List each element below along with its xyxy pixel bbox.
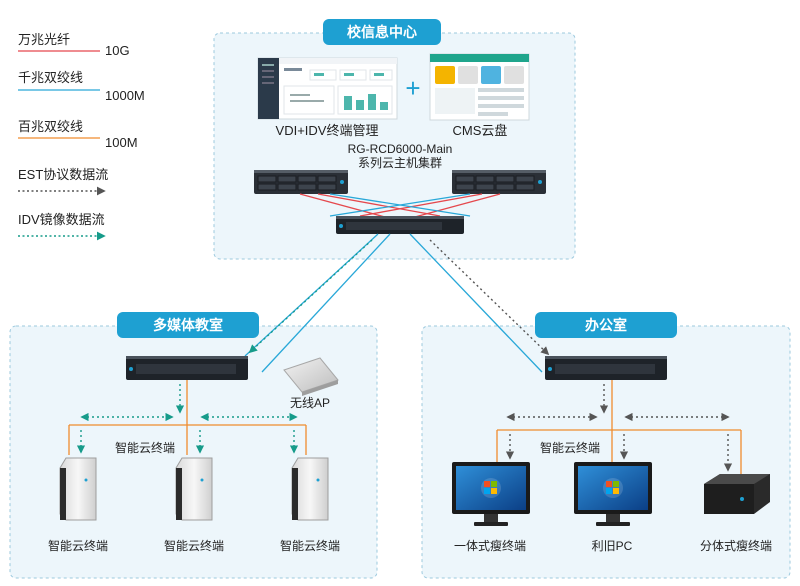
- cms-label: CMS云盘: [453, 123, 508, 138]
- cluster-name: RG-RCD6000-Main: [348, 142, 453, 156]
- office-zone: [421, 325, 791, 579]
- legend-label-fast: 百兆双绞线: [18, 119, 83, 134]
- legend-label-fiber: 万兆光纤: [18, 32, 70, 47]
- legend-label-gigabit: 千兆双绞线: [18, 70, 83, 85]
- multimedia-switch: [126, 356, 248, 380]
- multimedia-title-badge: 多媒体教室: [117, 312, 259, 338]
- wireless-ap-icon: [283, 357, 339, 396]
- office-title-badge: 办公室: [535, 312, 677, 338]
- legend-label-est: EST协议数据流: [18, 167, 108, 182]
- thin-client-box-icon: [704, 474, 770, 514]
- cloud-terminal-icon: [291, 457, 329, 521]
- vdi-console-thumbnail: [257, 57, 398, 120]
- multimedia-zone: [9, 325, 378, 579]
- multimedia-title: 多媒体教室: [153, 317, 223, 333]
- legend-value-fiber: 10G: [105, 43, 130, 58]
- uplink-links: [244, 233, 550, 373]
- multimedia-links: [68, 380, 307, 455]
- center-title-badge: 校信息中心: [323, 19, 441, 45]
- vdi-label: VDI+IDV终端管理: [276, 123, 379, 138]
- legacy-pc-monitor-icon: [574, 462, 652, 526]
- cluster-subtitle: 系列云主机集群: [358, 155, 442, 170]
- cms-thumbnail: [429, 53, 530, 121]
- office-device-label: 利旧PC: [592, 539, 633, 553]
- server-right: [452, 170, 546, 194]
- office-switch: [545, 356, 667, 380]
- office-title: 办公室: [585, 317, 627, 333]
- wireless-ap-label: 无线AP: [290, 396, 330, 410]
- cloud-terminal-icon: [59, 457, 97, 521]
- terminal-label: 智能云终端: [164, 538, 224, 553]
- legend-value-fast: 100M: [105, 135, 138, 150]
- center-title: 校信息中心: [347, 24, 417, 40]
- server-links: [299, 193, 501, 222]
- terminal-label: 智能云终端: [48, 538, 108, 553]
- office-links: [496, 380, 742, 475]
- legend-value-gigabit: 1000M: [105, 88, 145, 103]
- server-left: [254, 170, 348, 194]
- cloud-terminal-icon: [175, 457, 213, 521]
- legend: 万兆光纤 10G 千兆双绞线 1000M 百兆双绞线 100M EST协议数据流…: [18, 32, 145, 241]
- office-device-label: 一体式瘦终端: [454, 538, 526, 553]
- terminal-label: 智能云终端: [280, 538, 340, 553]
- plus-sign: +: [405, 73, 420, 103]
- multimedia-group-label: 智能云终端: [115, 440, 175, 455]
- all-in-one-monitor-icon: [452, 462, 530, 526]
- office-group-label: 智能云终端: [540, 440, 600, 455]
- core-switch: [336, 216, 464, 234]
- legend-label-idv: IDV镜像数据流: [18, 212, 105, 227]
- office-device-label: 分体式瘦终端: [700, 538, 772, 553]
